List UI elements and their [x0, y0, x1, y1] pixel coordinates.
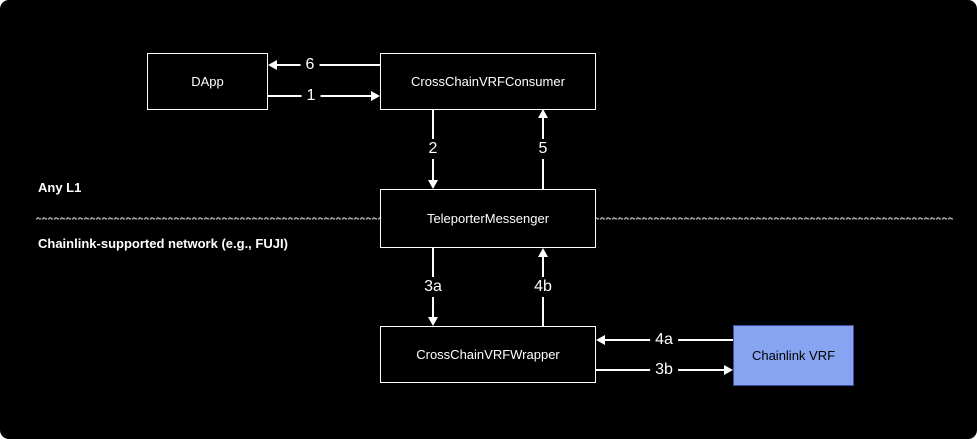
- arrowhead-left-icon: [596, 335, 605, 345]
- edge-line-6: [277, 64, 380, 66]
- edge-label-4a: 4a: [650, 330, 678, 350]
- arrowhead-down-icon: [428, 180, 438, 189]
- node-cross-chain-vrf-consumer: CrossChainVRFConsumer: [380, 53, 596, 110]
- edge-label-4b: 4b: [529, 277, 557, 297]
- edge-label-3a: 3a: [419, 277, 447, 297]
- arrowhead-right-icon: [371, 91, 380, 101]
- node-consumer-label: CrossChainVRFConsumer: [411, 74, 565, 89]
- node-dapp: DApp: [147, 53, 268, 110]
- node-wrapper-label: CrossChainVRFWrapper: [416, 347, 560, 362]
- arrowhead-down-icon: [428, 317, 438, 326]
- node-chainlink-vrf: Chainlink VRF: [733, 325, 854, 386]
- edge-label-5: 5: [533, 139, 553, 159]
- node-dapp-label: DApp: [191, 74, 224, 89]
- region-label-any-l1: Any L1: [38, 180, 82, 195]
- arrowhead-up-icon: [538, 248, 548, 257]
- edge-label-6: 6: [300, 55, 320, 75]
- arrowhead-left-icon: [268, 60, 277, 70]
- node-cross-chain-vrf-wrapper: CrossChainVRFWrapper: [380, 326, 596, 383]
- node-messenger-label: TeleporterMessenger: [426, 211, 550, 226]
- arrowhead-right-icon: [724, 365, 733, 375]
- node-teleporter-messenger: TeleporterMessenger: [380, 189, 596, 248]
- edge-label-2: 2: [423, 139, 443, 159]
- edge-label-3b: 3b: [650, 360, 678, 380]
- region-label-chainlink-network: Chainlink-supported network (e.g., FUJI): [38, 236, 288, 251]
- edge-label-1: 1: [301, 86, 321, 106]
- node-chainlink-label: Chainlink VRF: [751, 348, 836, 363]
- arrowhead-up-icon: [538, 109, 548, 118]
